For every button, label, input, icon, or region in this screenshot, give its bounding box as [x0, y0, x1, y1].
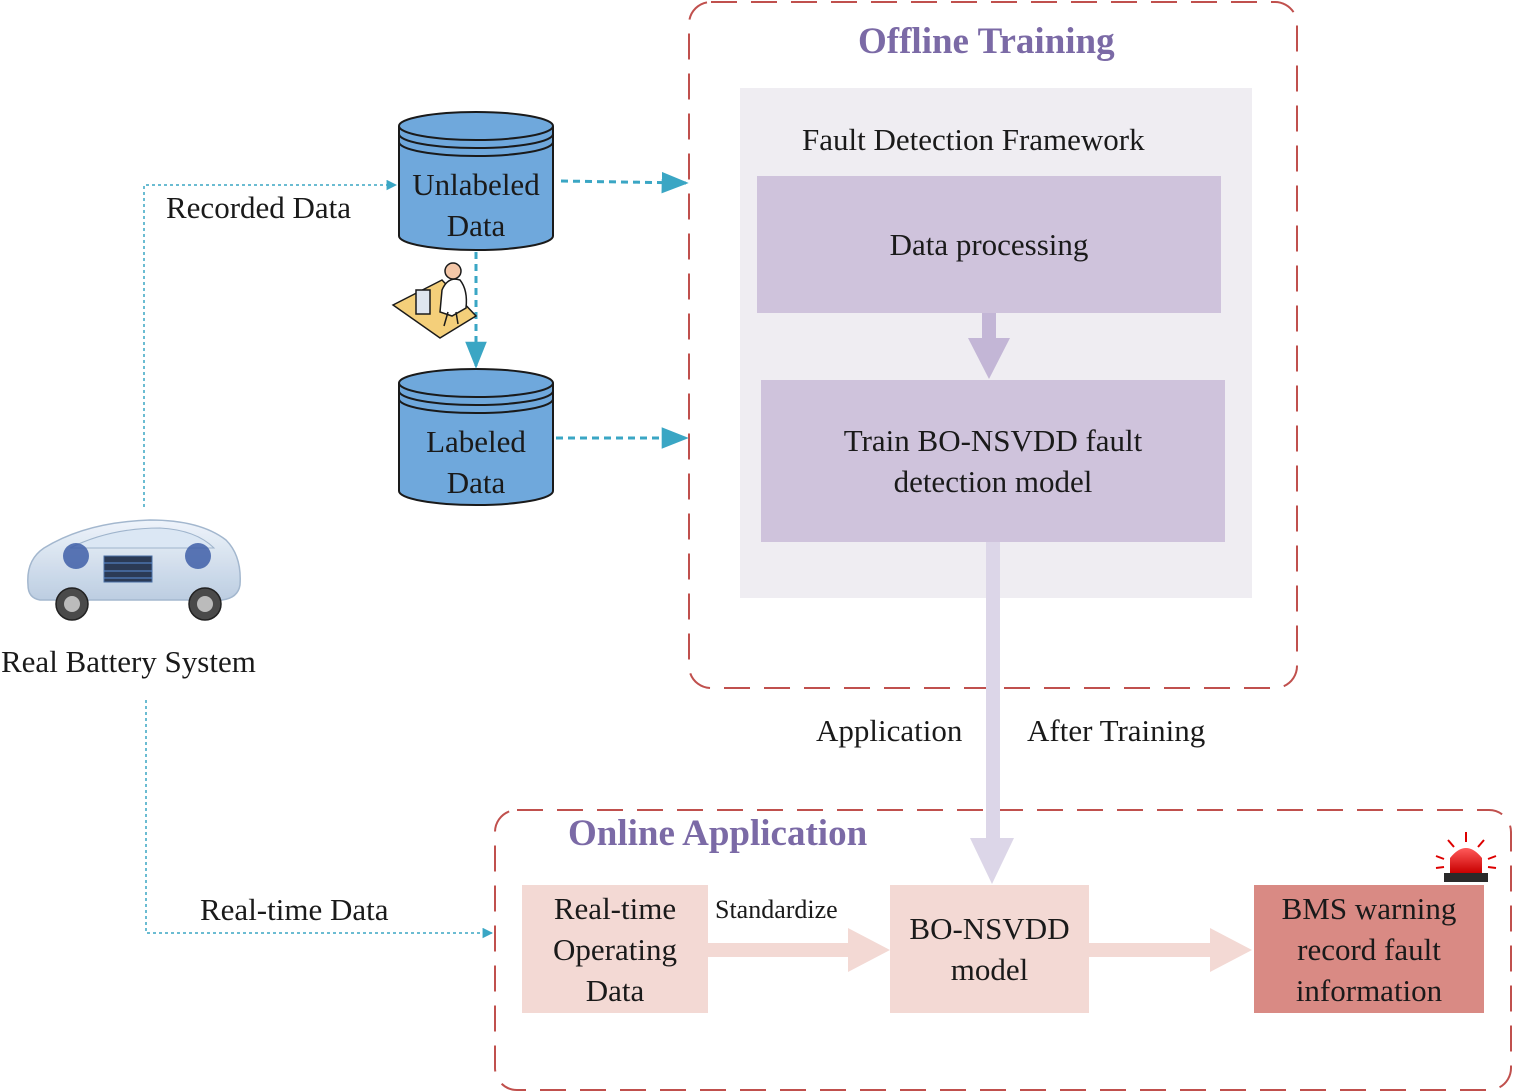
electric-car-icon [27, 519, 241, 621]
framework-title: Fault Detection Framework [802, 122, 1145, 157]
recorded-data-connector [143, 179, 398, 507]
processing-to-train-arrow [968, 313, 1010, 379]
after-training-label: After Training [1027, 713, 1206, 748]
unlabeled-data-label: Unlabeled Data [412, 167, 540, 243]
offline-to-online-arrow [970, 542, 1014, 884]
labeled-data-database-icon [398, 368, 554, 506]
bms-warning-label: BMS warning record fault information [1281, 890, 1457, 1008]
realtime-data-connector [145, 700, 494, 939]
train-model-box [761, 380, 1225, 542]
model-to-warning-arrow [1089, 928, 1252, 972]
recorded-data-label: Recorded Data [166, 190, 352, 225]
real-battery-system-label: Real Battery System [1, 644, 256, 679]
bo-nsvdd-model-box [890, 885, 1089, 1013]
annotator-person-icon [391, 262, 478, 339]
realtime-data-label: Real-time Data [200, 892, 389, 927]
unlabeled-data-database-icon [398, 111, 554, 251]
standardize-arrow [708, 928, 890, 972]
unlabeled-to-offline-arrow [560, 171, 689, 194]
labeled-data-label: Labeled Data [426, 424, 526, 500]
realtime-operating-data-box [522, 885, 708, 1013]
offline-training-title: Offline Training [858, 21, 1115, 62]
application-label: Application [816, 713, 963, 748]
bo-nsvdd-model-label: BO-NSVDD model [909, 911, 1070, 987]
offline-training-border [688, 1, 1298, 689]
online-application-border [494, 809, 1512, 1091]
data-processing-box [757, 176, 1221, 313]
siren-alarm-icon [1435, 832, 1497, 882]
train-model-label: Train BO-NSVDD fault detection model [843, 423, 1143, 499]
online-application-title: Online Application [568, 813, 868, 854]
realtime-operating-data-label: Real-time Operating Data [553, 890, 677, 1008]
bms-warning-box [1254, 885, 1484, 1013]
standardize-label: Standardize [715, 895, 838, 924]
data-processing-label: Data processing [889, 227, 1089, 262]
